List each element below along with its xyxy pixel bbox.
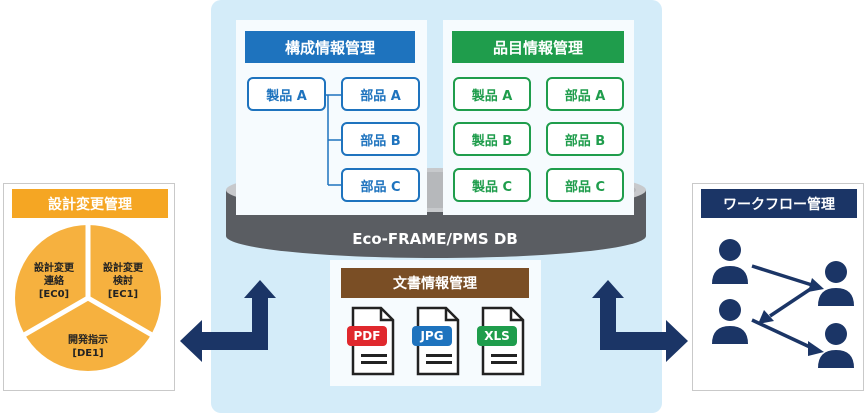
- person-icon: [818, 323, 854, 368]
- design-change-title: 設計変更管理: [12, 189, 168, 218]
- xls-file-label: XLS: [477, 326, 517, 346]
- cycle-segment-ec0: 設計変更 連絡 [EC0]: [24, 262, 84, 301]
- segment-line: 設計変更: [34, 263, 74, 274]
- right-connector-arrow-icon: [592, 280, 688, 362]
- structure-part-node: 部品 A: [341, 77, 420, 111]
- item-product-node: 製品 B: [453, 122, 531, 156]
- segment-line: 開発指示: [68, 335, 108, 346]
- segment-line: 設計変更: [103, 263, 143, 274]
- design-change-cycle-chart: [15, 224, 161, 371]
- jpg-file-label: JPG: [412, 326, 452, 346]
- item-part-node: 部品 B: [546, 122, 624, 156]
- cycle-segment-ec1: 設計変更 検討 [EC1]: [93, 262, 153, 301]
- item-part-node: 部品 A: [546, 77, 624, 111]
- segment-line: 連絡: [44, 276, 64, 287]
- item-panel-title: 品目情報管理: [452, 31, 624, 63]
- structure-product-node: 製品 A: [247, 77, 326, 111]
- item-product-node: 製品 C: [453, 168, 531, 202]
- database-label: Eco-FRAME/PMS DB: [352, 230, 518, 248]
- person-icon: [818, 261, 854, 306]
- segment-line: [EC0]: [38, 289, 70, 300]
- item-product-node: 製品 A: [453, 77, 531, 111]
- structure-part-node: 部品 C: [341, 168, 420, 202]
- workflow-diagram: [712, 239, 854, 368]
- workflow-title: ワークフロー管理: [701, 189, 857, 218]
- structure-panel-title: 構成情報管理: [245, 31, 415, 63]
- segment-line: [DE1]: [72, 348, 104, 359]
- item-part-node: 部品 C: [546, 168, 624, 202]
- segment-line: [EC1]: [107, 289, 139, 300]
- segment-line: 検討: [113, 276, 133, 287]
- person-icon: [712, 239, 748, 284]
- document-panel-title: 文書情報管理: [341, 268, 529, 298]
- cycle-segment-de1: 開発指示 [DE1]: [58, 334, 118, 360]
- person-icon: [712, 299, 748, 344]
- left-connector-arrow-icon: [180, 280, 276, 362]
- pdf-file-label: PDF: [347, 326, 387, 346]
- structure-part-node: 部品 B: [341, 122, 420, 156]
